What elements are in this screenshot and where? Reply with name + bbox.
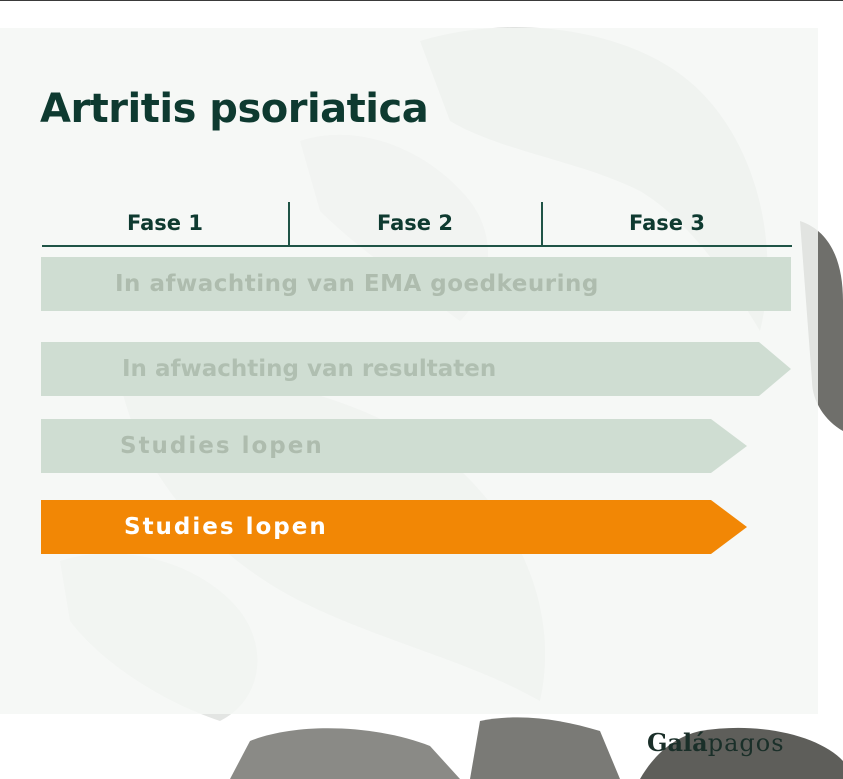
galapagos-logo: Galápagos bbox=[647, 728, 785, 757]
slide-title: Artritis psoriatica bbox=[40, 86, 429, 132]
status-arrow-studies-running-highlighted: Studies lopen bbox=[41, 500, 747, 554]
status-bar-ema-approval: In afwachting van EMA goedkeuring bbox=[41, 257, 791, 311]
status-bar-label: In afwachting van EMA goedkeuring bbox=[115, 271, 599, 297]
phase-underline bbox=[42, 245, 792, 247]
logo-text-bold: Galá bbox=[647, 728, 708, 757]
phase-1-label: Fase 1 bbox=[127, 211, 203, 235]
phase-2-label: Fase 2 bbox=[377, 211, 453, 235]
phase-header: Fase 1 Fase 2 Fase 3 bbox=[42, 200, 792, 248]
logo-text-regular: pagos bbox=[707, 729, 785, 757]
status-bar-label: Studies lopen bbox=[120, 433, 324, 459]
status-arrow-studies-running-faded: Studies lopen bbox=[41, 419, 747, 473]
status-arrow-awaiting-results: In afwachting van resultaten bbox=[41, 342, 791, 396]
phase-divider bbox=[288, 202, 290, 246]
status-bar-label: Studies lopen bbox=[124, 514, 328, 540]
top-border bbox=[0, 0, 843, 1]
phase-3-label: Fase 3 bbox=[629, 211, 705, 235]
status-bar-label: In afwachting van resultaten bbox=[122, 356, 497, 382]
phase-divider bbox=[541, 202, 543, 246]
